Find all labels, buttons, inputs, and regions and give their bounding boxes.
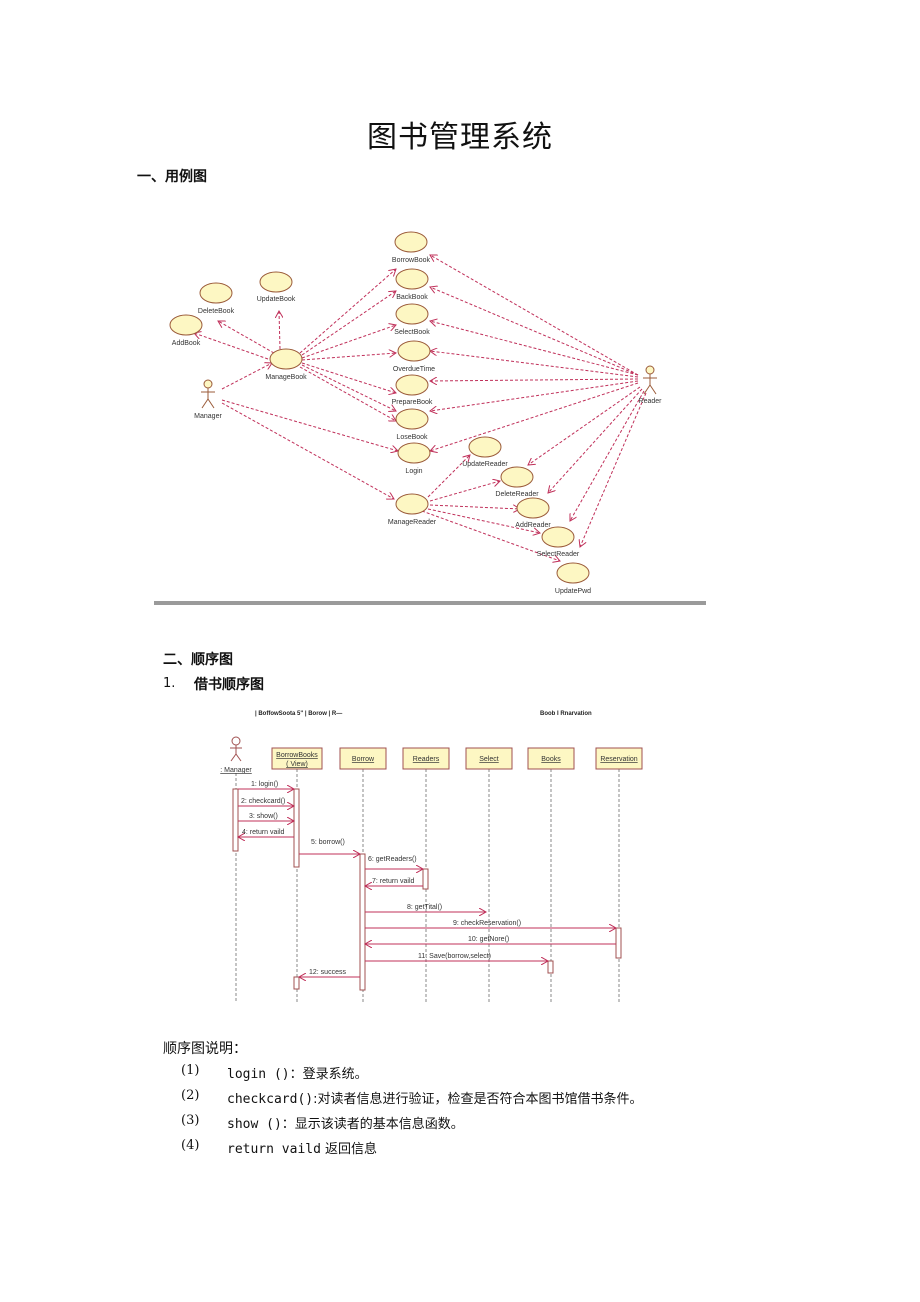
- backbook-usecase: [395, 268, 429, 290]
- managereader-label: ManageReader: [388, 519, 437, 526]
- selectbook-usecase: [395, 303, 429, 325]
- borrow-participant: [339, 747, 387, 770]
- explanation-2: checkcard():对读者信息进行验证，检查是否符合本图书馆借书条件。: [227, 1088, 642, 1107]
- reader-actor-icon: [643, 365, 657, 395]
- borrowbook-usecase: [394, 231, 428, 253]
- message-8: 8: getTital(): [407, 904, 442, 911]
- updatepwd-label: UpdatePwd: [555, 588, 591, 595]
- participant-boxes: [271, 747, 643, 770]
- preparebook-usecase: [395, 374, 429, 396]
- message-5: 5: borrow(): [311, 839, 345, 846]
- borrowbook-label: BorrowBook: [392, 257, 431, 264]
- deletereader-label: DeleteReader: [495, 491, 539, 498]
- overduetime-label: OverdueTime: [393, 366, 435, 373]
- subsection1-number: 1.: [163, 676, 176, 691]
- updatereader-label: UpdateReader: [462, 461, 508, 468]
- selectreader-usecase: [541, 526, 575, 548]
- borrowbooks-label-line1: BorrowBooks: [276, 752, 318, 759]
- message-6: 6: getReaders(): [368, 856, 417, 863]
- reservation-label: Reservation: [600, 756, 637, 763]
- login-usecase: [397, 442, 431, 464]
- explanation-4-code: return vaild: [227, 1142, 321, 1157]
- readers-participant: [402, 747, 450, 770]
- subsection1-title: 借书顺序图: [194, 677, 264, 693]
- manager-participant-label: : Manager: [220, 767, 252, 774]
- message-7: 7: return vaild: [372, 878, 415, 885]
- sequence-header-right: Boob I Rnarvation: [540, 711, 592, 717]
- select-participant: [465, 747, 513, 770]
- explanation-1-number: (1): [181, 1063, 200, 1078]
- use-case-ellipses: [169, 231, 590, 584]
- readers-label: Readers: [413, 756, 440, 763]
- select-label: Select: [479, 756, 499, 763]
- manager-actor-icon: [201, 379, 215, 409]
- activation-bars: [232, 788, 622, 991]
- use-case-diagram: BorrowBook BackBook SelectBook OverdueTi…: [154, 231, 706, 605]
- updatereader-usecase: [468, 436, 502, 458]
- preparebook-label: PrepareBook: [392, 399, 433, 406]
- books-participant: [527, 747, 575, 770]
- explanation-4: return vaild 返回信息: [227, 1138, 377, 1157]
- message-arrows: [238, 789, 616, 977]
- addreader-usecase: [516, 497, 550, 519]
- managebook-label: ManageBook: [265, 374, 307, 381]
- books-label: Books: [541, 756, 561, 763]
- explanation-3: show ()：显示该读者的基本信息函数。: [227, 1113, 464, 1132]
- document-title: 图书管理系统: [367, 120, 553, 155]
- explanation-3-text: ：显示该读者的基本信息函数。: [281, 1117, 464, 1132]
- deletebook-label: DeleteBook: [198, 308, 235, 315]
- sequence-diagram: | BoffowSoota 5" | Borow | R— Boob I Rna…: [220, 711, 643, 1003]
- explanation-2-code: checkcard(): [227, 1092, 314, 1107]
- managereader-usecase: [395, 493, 429, 515]
- use-case-associations: [194, 255, 647, 561]
- manager-participant-icon: [230, 736, 242, 762]
- explanation-4-text: 返回信息: [320, 1142, 378, 1157]
- explanation-4-number: (4): [181, 1138, 200, 1153]
- reservation-participant: [595, 747, 643, 770]
- selectreader-label: SelectReader: [537, 551, 580, 558]
- message-1: 1: login(): [251, 781, 278, 788]
- message-3: 3: show(): [249, 813, 278, 820]
- selectbook-label: SelectBook: [394, 329, 430, 336]
- login-label: Login: [405, 468, 422, 475]
- diagram-bottom-border: [154, 601, 706, 605]
- losebook-usecase: [395, 408, 429, 430]
- explanation-2-text: :对读者信息进行验证，检查是否符合本图书馆借书条件。: [313, 1092, 643, 1107]
- manager-actor-label: Manager: [194, 413, 222, 420]
- message-10: 10: getNore(): [468, 936, 509, 943]
- addreader-label: AddReader: [515, 522, 551, 529]
- message-9: 9: checkReservation(): [453, 920, 521, 927]
- message-11: 11: Save(borrow,select): [418, 953, 491, 960]
- explanation-1-text: ：登录系统。: [289, 1067, 368, 1082]
- explanation-2-number: (2): [181, 1088, 200, 1103]
- backbook-label: BackBook: [396, 294, 428, 301]
- borrowbooks-participant: [271, 747, 323, 770]
- sequence-header-left: | BoffowSoota 5" | Borow | R—: [255, 711, 342, 717]
- explanation-3-number: (3): [181, 1113, 200, 1128]
- section1-heading: 一、用例图: [137, 169, 207, 185]
- message-12: 12: success: [309, 969, 346, 976]
- borrow-label: Borrow: [352, 756, 375, 763]
- borrowbooks-label-line2: ( View): [286, 761, 308, 768]
- message-4: 4: return vaild: [242, 829, 285, 836]
- explanation-heading: 顺序图说明：: [163, 1041, 247, 1057]
- reader-actor-label: Reader: [639, 398, 663, 405]
- addbook-label: AddBook: [172, 340, 201, 347]
- explanation-1: login ()：登录系统。: [227, 1063, 368, 1082]
- overduetime-usecase: [397, 340, 431, 362]
- losebook-label: LoseBook: [396, 434, 428, 441]
- deletebook-usecase: [199, 282, 233, 304]
- managebook-usecase: [269, 348, 303, 370]
- deletereader-usecase: [500, 466, 534, 488]
- section2-heading: 二、顺序图: [163, 652, 233, 668]
- updatepwd-usecase: [556, 562, 590, 584]
- addbook-usecase: [169, 314, 203, 336]
- message-2: 2: checkcard(): [241, 798, 285, 805]
- updatebook-usecase: [259, 271, 293, 293]
- updatebook-label: UpdateBook: [257, 296, 296, 303]
- explanation-1-code: login (): [227, 1067, 290, 1082]
- explanation-3-code: show (): [227, 1117, 282, 1132]
